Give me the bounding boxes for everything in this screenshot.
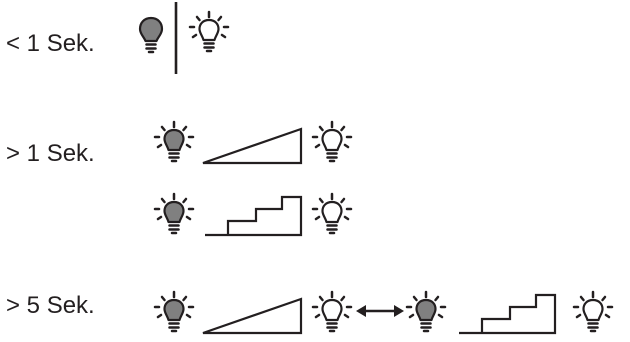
lightbulb-on-icon xyxy=(311,120,353,163)
row-label-long-press: > 1 Sek. xyxy=(6,140,95,167)
lightbulb-dimmed-icon xyxy=(153,192,195,235)
lightbulb-on-icon xyxy=(572,290,614,333)
lightbulb-dimmed-icon xyxy=(153,290,195,333)
dimming-ramp-icon xyxy=(201,127,303,165)
lightbulb-off-icon xyxy=(138,16,164,54)
dimming-steps-icon xyxy=(203,195,303,237)
bidirectional-arrow-icon xyxy=(354,303,406,319)
row-label-short-press: < 1 Sek. xyxy=(6,30,95,57)
lightbulb-on-icon xyxy=(311,192,353,235)
lightbulb-dimmed-icon xyxy=(153,120,195,163)
dimming-steps-icon xyxy=(457,293,557,335)
dimming-ramp-icon xyxy=(201,297,303,335)
lightbulb-dimmed-icon xyxy=(405,290,447,333)
row-label-very-long-press: > 5 Sek. xyxy=(6,292,95,319)
lightbulb-on-icon xyxy=(188,10,230,53)
lightbulb-on-icon xyxy=(311,290,353,333)
